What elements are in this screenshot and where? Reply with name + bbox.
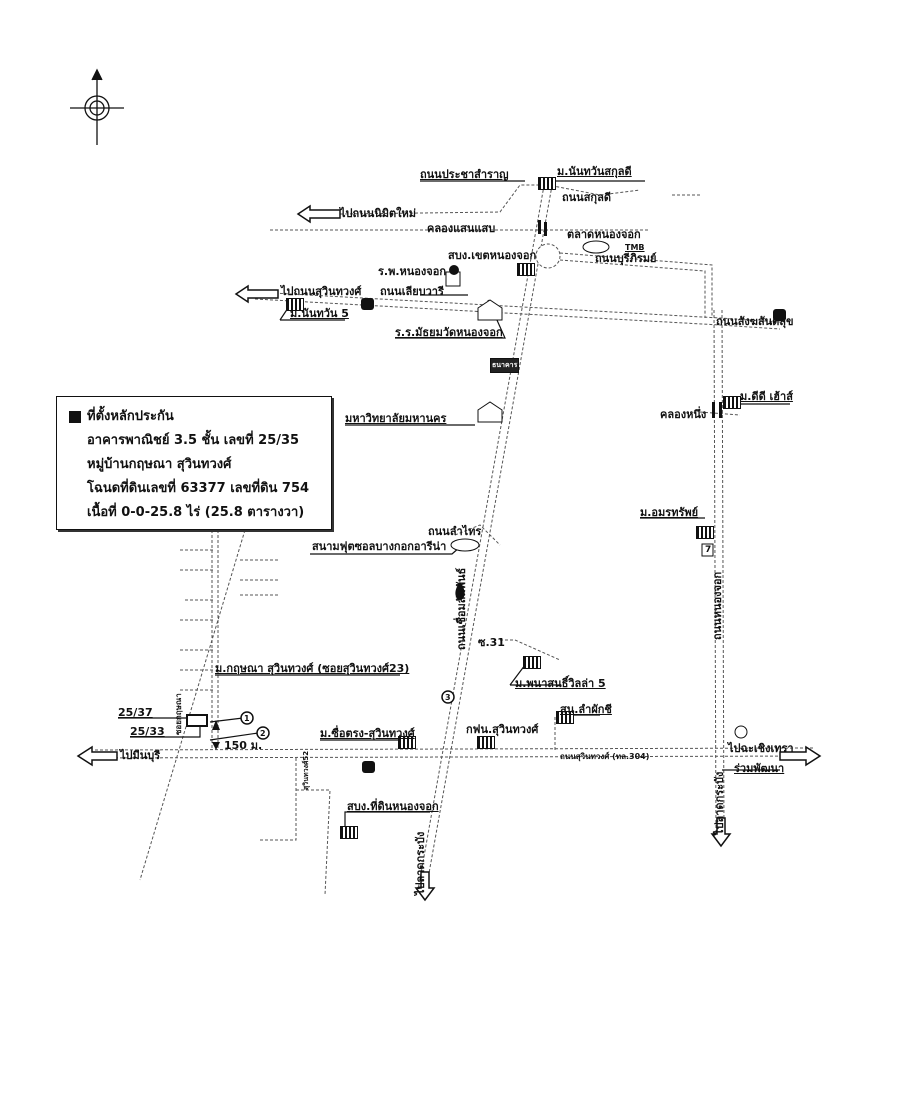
arrow-south-right (710, 817, 732, 848)
label-to-nimit-mai: ไปถนนนิมิตใหม่ (340, 207, 417, 220)
label-m-kritsana: ม.กฤษณา สุวินทวงศ์ (ซอยสุวินทวงศ์23) (215, 662, 410, 675)
office-icon (517, 263, 535, 276)
seven-eleven-box (701, 543, 714, 557)
label-liap-wari: ถนนเลียบวารี (380, 285, 444, 298)
label-song-san-suk: ถนนสังฆสันติสุข (716, 315, 794, 328)
gas-station-icon (455, 582, 465, 600)
legend-square-icon (69, 411, 81, 423)
label-buri-phirom: ถนนบุรีภิรมย์ (595, 252, 657, 265)
road-soi-kritsana (211, 530, 219, 750)
label-talat-nong-chok: ตลาดหนองจอก (567, 228, 641, 241)
label-to-suwinthawong: ไปถนนสุวินทวงศ์ (281, 285, 362, 298)
university-icon (477, 401, 503, 423)
label-chuem-samphan: ถนนเชื่อมสัมพันธ์ (455, 567, 468, 650)
label-m-sue-trong: ม.ซื่อตรง-สุวินทวงศ์ (320, 727, 415, 740)
village-icon (538, 177, 556, 190)
label-suwinthawong: ถนนสุวินทวงศ์ (ทล.304) (560, 752, 650, 761)
label-khlong-saen-saep: คลองแสนแสบ (427, 222, 496, 235)
label-hospital: ร.พ.หนองจอก (378, 265, 446, 278)
label-sakundi-road: ถนนสกุลดี (562, 191, 611, 204)
label-m-phanason: ม.พนาสนธิ์วิลล่า 5 (515, 677, 606, 690)
label-bank: ธนาคาร (490, 358, 520, 373)
label-nong-chok-road: ถนนหนองจอก (711, 571, 724, 640)
label-school: ร.ร.มัธยมวัดหนองจอก (395, 326, 503, 339)
label-25-37: 25/37 (118, 706, 153, 719)
label-ruam-phatthana: ร่วมพัฒนา (734, 762, 785, 775)
village-icon (398, 736, 416, 749)
shell-icon (734, 725, 748, 739)
label-distance: 150 ม. (224, 739, 263, 752)
label-university: มหาวิทยาลัยมหานคร (345, 412, 447, 425)
collateral-legend: ที่ตั้งหลักประกัน อาคารพาณิชย์ 3.5 ชั้น … (56, 396, 332, 530)
label-to-chachoengsao: ไปฉะเชิงเทรา (728, 742, 794, 755)
legend-line: โฉนดที่ดินเลขที่ 63377 เลขที่ดิน 754 (87, 481, 310, 496)
arrow-to-chachoengsao (779, 745, 822, 767)
arrow-south-left (414, 871, 436, 902)
bank-icon (361, 298, 374, 310)
label-m-amon-sap: ม.อมรทรัพย์ (640, 506, 699, 519)
bank-icon (362, 761, 375, 773)
label-futsal: สนามฟุตซอลบางกอกอารีน่า (312, 540, 447, 553)
label-to-min-buri: ไปมีนบุรี (120, 749, 161, 762)
marker-3: 3 (445, 693, 451, 702)
label-to-lat-krabang-left: ไปลาดกระบัง (414, 831, 427, 895)
legend-title: ที่ตั้งหลักประกัน (87, 409, 174, 424)
arrow-to-min-buri (76, 745, 118, 767)
label-so-bo-ngo-thi-din: สบง.ที่ดินหนองจอก (347, 800, 439, 813)
label-25-33: 25/33 (130, 725, 165, 738)
road-suwinthawong (94, 747, 816, 759)
road-nimit-mai (339, 184, 641, 215)
police-icon (556, 711, 574, 724)
compass-icon (70, 68, 124, 145)
legend-line: หมู่บ้านกฤษณา สุวินทวงศ์ (87, 457, 232, 472)
road-nong-chok (713, 309, 725, 836)
label-lam-sai: ถนนลำไทร (428, 525, 482, 538)
legend-line: อาคารพาณิชย์ 3.5 ชั้น เลขที่ 25/35 (87, 433, 300, 448)
label-soi-31: ซ.31 (478, 636, 505, 649)
label-m-nanthawan-sakundi: ม.นันทวันสกุลดี (557, 165, 632, 178)
village-icon (286, 298, 304, 311)
label-so-no-lam-phak-chi: สน.ลำผักชี (560, 703, 612, 716)
arrow-to-nimit-mai (296, 204, 341, 224)
market-icon (582, 240, 610, 254)
marker-2: 2 (260, 729, 266, 738)
label-soi-kritsana: ซอยกฤษณา (174, 693, 183, 735)
legend-line: เนื้อที่ 0-0-25.8 ไร่ (25.8 ตารางวา) (87, 505, 305, 520)
label-m-city-house: ม.ดีดี เฮ้าส์ (740, 390, 793, 403)
village-icon (723, 396, 741, 409)
label-to-lat-krabang-right: ไปลาดกระบัง (713, 771, 726, 835)
office-icon (340, 826, 358, 839)
label-m-nanthawan-5: ม.นันทวัน 5 (290, 307, 349, 320)
target-building-icon (186, 714, 208, 727)
bank-icon (773, 309, 786, 321)
futsal-icon (450, 538, 480, 552)
label-tmb: TMB (625, 243, 645, 252)
arrow-to-suwinthawong (234, 284, 279, 304)
school-icon (477, 299, 503, 321)
village-icon (523, 656, 541, 669)
village-icon (696, 526, 714, 539)
label-khlong-nueng: คลองหนึ่ง (660, 408, 707, 421)
label-kfn: กฟน.สุวินทวงศ์ (466, 723, 539, 736)
label-pracha-samran: ถนนประชาสำราญ (420, 168, 509, 181)
road-liap-wari (254, 291, 781, 330)
label-seven-eleven: 7 (705, 545, 712, 555)
roundabout (535, 243, 561, 269)
label-soi-52: สุวินทวงศ์52 (302, 750, 310, 790)
road-buri-phirom (559, 252, 713, 318)
marker-1: 1 (244, 714, 250, 723)
label-so-bo-ngo-khet: สบง.เขตหนองจอก (448, 249, 537, 262)
office-icon (477, 736, 495, 749)
